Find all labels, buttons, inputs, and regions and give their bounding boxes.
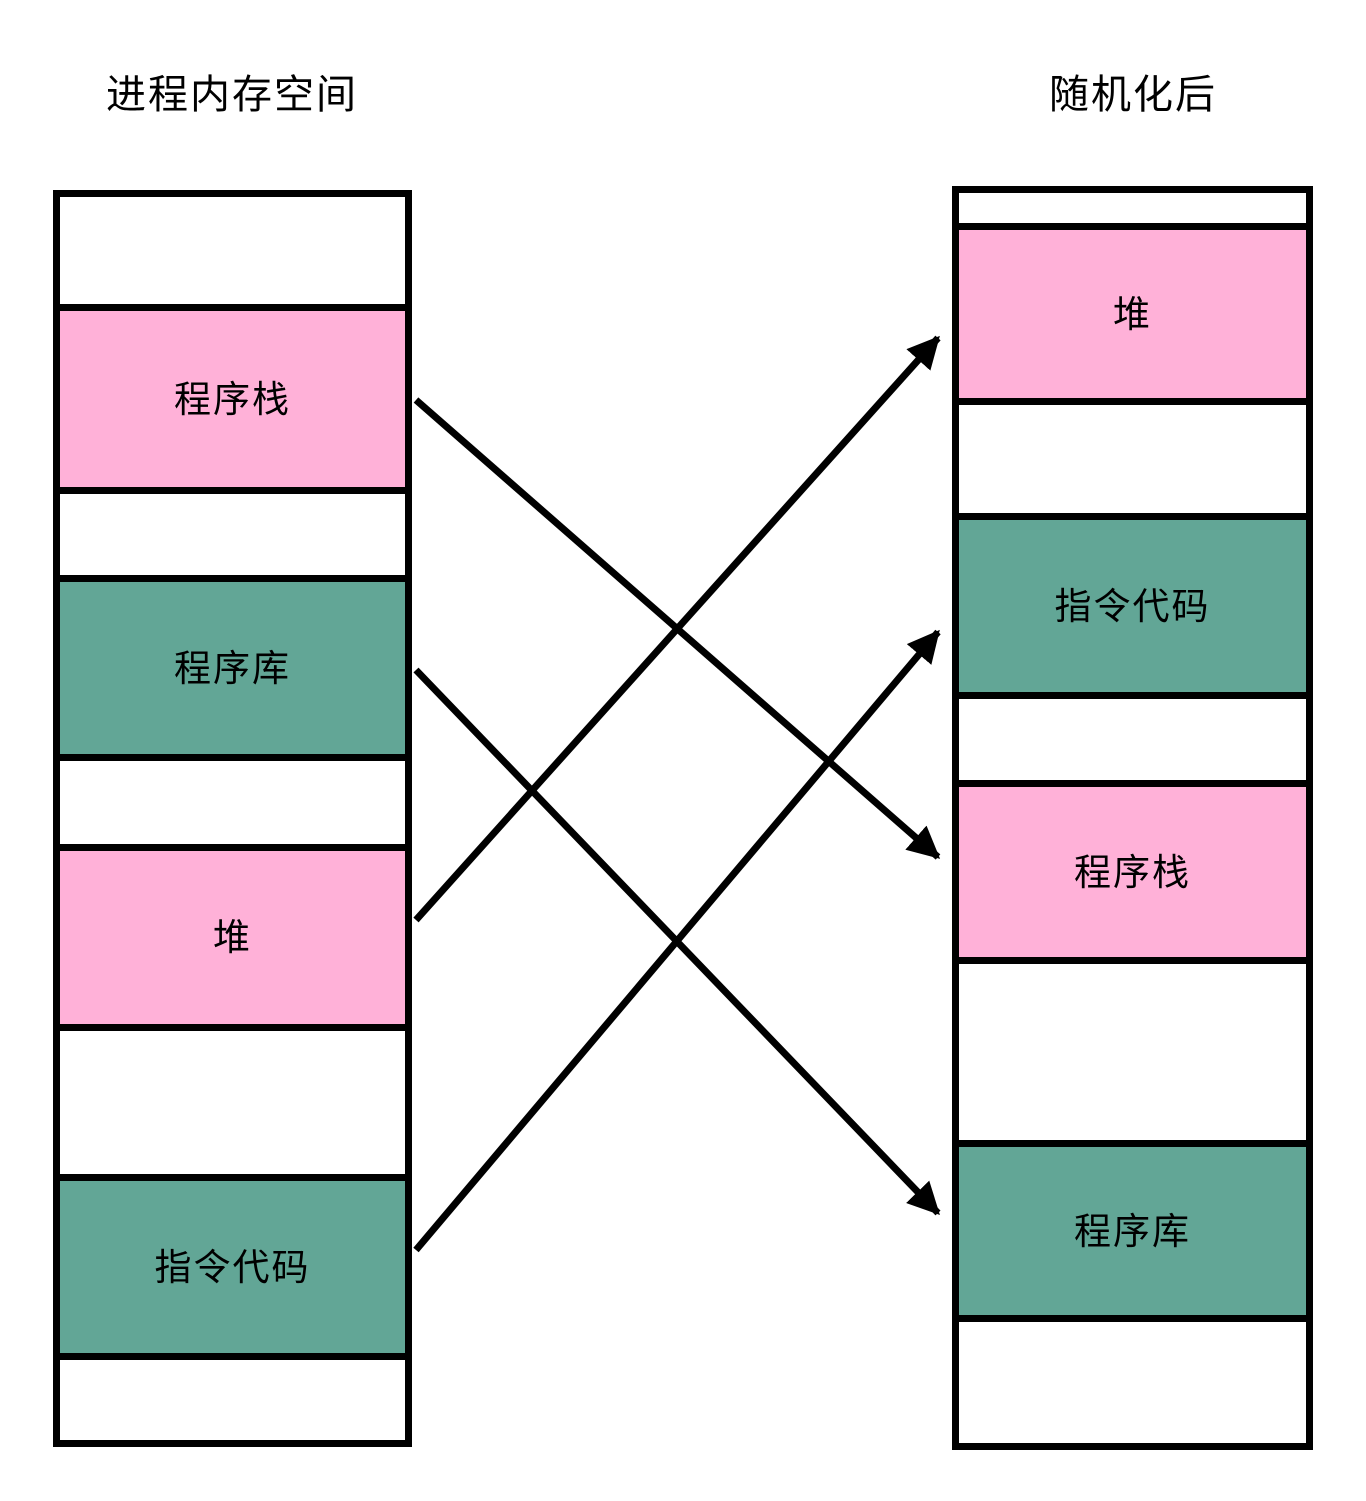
- left-segment-program-library: 程序库: [60, 575, 405, 754]
- right-segment-instruction-code: 指令代码: [959, 513, 1306, 692]
- arrow-instruction-code: [413, 629, 941, 1253]
- right-memory-column: 堆 指令代码 程序栈 程序库: [952, 186, 1313, 1450]
- left-segment-empty-5: [60, 1353, 405, 1440]
- segment-label: 指令代码: [154, 1245, 311, 1289]
- right-segment-heap: 堆: [959, 223, 1306, 398]
- segment-label: 堆: [213, 916, 252, 959]
- left-column-title: 进程内存空间: [106, 72, 358, 118]
- right-segment-empty-4: [959, 957, 1306, 1140]
- segment-label: 程序库: [1074, 1209, 1191, 1253]
- right-segment-empty-5: [959, 1315, 1306, 1443]
- arrow-heap: [413, 335, 941, 923]
- segment-label: 程序栈: [174, 377, 291, 421]
- segment-label: 程序栈: [1074, 850, 1191, 894]
- right-segment-empty-1: [959, 193, 1306, 223]
- left-segment-instruction-code: 指令代码: [60, 1174, 405, 1353]
- left-segment-empty-2: [60, 487, 405, 575]
- left-segment-empty-4: [60, 1024, 405, 1174]
- arrow-program-library: [413, 667, 941, 1216]
- left-segment-empty-3: [60, 754, 405, 844]
- left-segment-empty-1: [60, 197, 405, 304]
- left-segment-program-stack: 程序栈: [60, 304, 405, 487]
- right-column-title: 随机化后: [1049, 72, 1217, 118]
- segment-label: 指令代码: [1054, 584, 1211, 628]
- arrow-program-stack: [413, 397, 941, 860]
- right-segment-program-stack: 程序栈: [959, 780, 1306, 957]
- right-segment-empty-2: [959, 398, 1306, 513]
- right-segment-program-library: 程序库: [959, 1140, 1306, 1315]
- left-segment-heap: 堆: [60, 844, 405, 1024]
- right-segment-empty-3: [959, 692, 1306, 780]
- segment-label: 程序库: [174, 646, 291, 690]
- left-memory-column: 程序栈 程序库 堆 指令代码: [53, 190, 412, 1447]
- segment-label: 堆: [1113, 292, 1152, 336]
